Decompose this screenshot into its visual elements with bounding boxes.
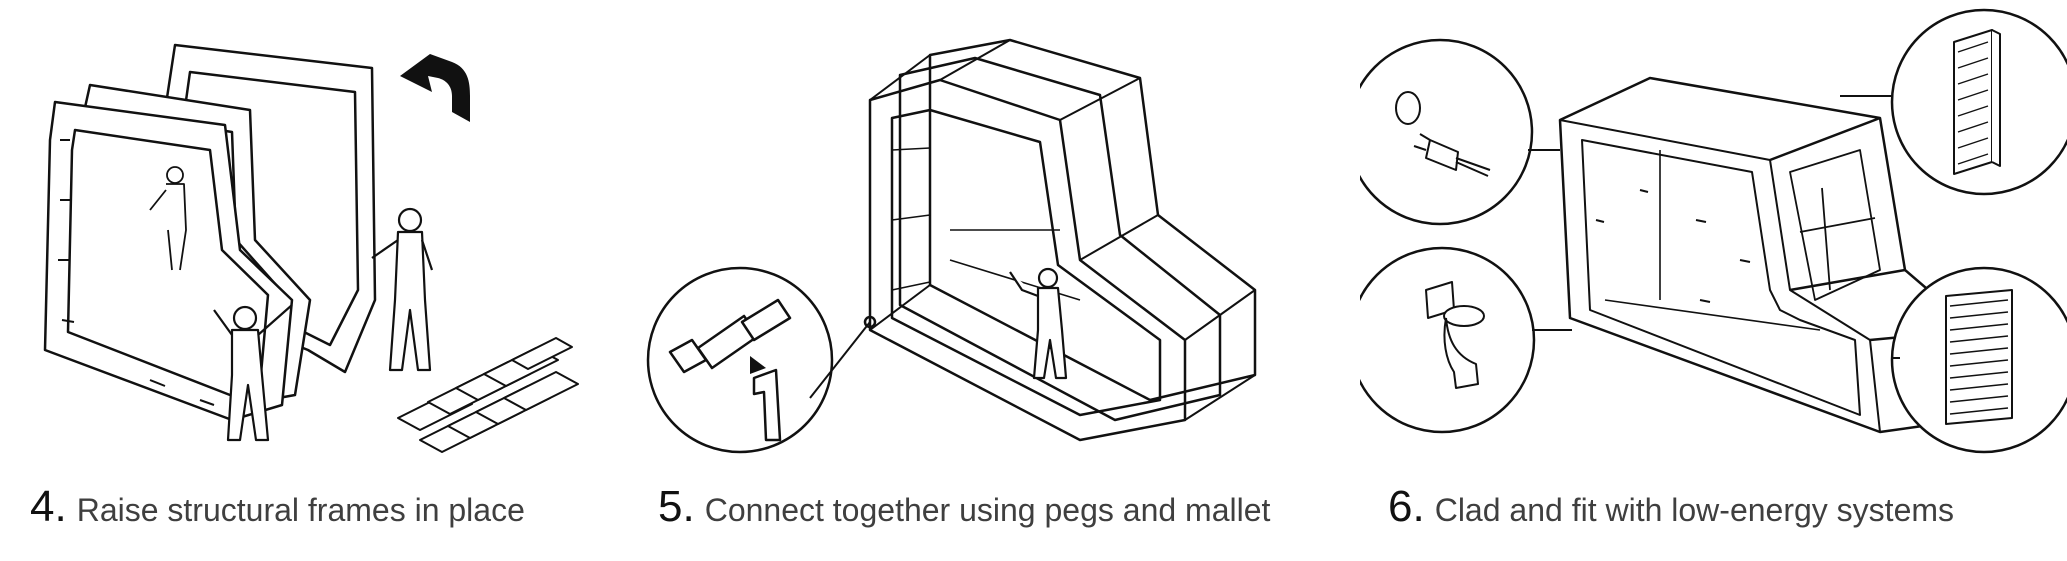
step-4-panel: 4. Raise structural frames in place	[0, 0, 650, 561]
step-4-caption: 4. Raise structural frames in place	[30, 482, 525, 532]
toilet-icon	[1425, 281, 1485, 389]
mallet-icon	[668, 298, 792, 374]
plug-callout	[1360, 38, 1560, 226]
step-description: Raise structural frames in place	[76, 492, 525, 528]
mallet-peg-illustration	[646, 38, 1257, 454]
step-number: 4.	[30, 482, 67, 531]
vent-grille-icon	[1945, 289, 2013, 425]
step-number: 5.	[658, 482, 695, 531]
rotation-arrow-icon	[400, 54, 470, 122]
worker-inside-figure	[149, 166, 187, 271]
step-description: Connect together using pegs and mallet	[704, 492, 1271, 528]
step-6-panel: 6. Clad and fit with low-energy systems	[1360, 0, 2067, 561]
vent-callout	[1890, 266, 2067, 454]
electric-plug-icon	[1395, 91, 1491, 177]
callout-circle	[646, 266, 877, 454]
clad-fit-illustration	[1360, 8, 2067, 454]
step-5-panel: 5. Connect together using pegs and malle…	[630, 0, 1350, 561]
insulation-callout	[1840, 8, 2067, 196]
clad-structure	[1558, 76, 1977, 434]
frame-front	[43, 100, 294, 422]
step-6-caption: 6. Clad and fit with low-energy systems	[1388, 482, 1954, 532]
worker-right-figure	[371, 207, 434, 372]
step-number: 6.	[1388, 482, 1425, 531]
worker-figure	[1009, 267, 1068, 380]
raising-frames-illustration	[43, 43, 579, 453]
assembled-frames	[868, 38, 1257, 442]
toilet-callout	[1360, 246, 1572, 434]
step-5-caption: 5. Connect together using pegs and malle…	[658, 482, 1270, 532]
insulation-panel-icon	[1953, 29, 2001, 175]
peg-icon	[750, 356, 782, 442]
pegs-stack	[397, 337, 579, 453]
step-description: Clad and fit with low-energy systems	[1434, 492, 1955, 528]
worker-left-figure	[213, 304, 293, 442]
